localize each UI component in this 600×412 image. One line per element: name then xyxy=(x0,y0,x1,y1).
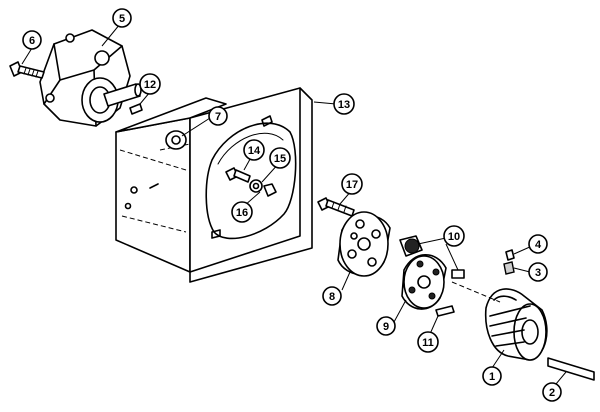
svg-text:5: 5 xyxy=(119,13,125,25)
callout-5: 5 xyxy=(112,8,132,28)
svg-text:17: 17 xyxy=(346,179,358,191)
callout-11: 11 xyxy=(417,331,439,353)
callout-8: 8 xyxy=(322,286,342,306)
svg-text:9: 9 xyxy=(383,321,389,333)
callout-17: 17 xyxy=(341,173,363,195)
callout-12: 12 xyxy=(139,73,161,95)
callout-10: 10 xyxy=(443,225,465,247)
callout-15: 15 xyxy=(269,147,291,169)
set-screws xyxy=(503,249,515,275)
svg-text:16: 16 xyxy=(236,207,248,219)
coupling-key xyxy=(547,357,595,381)
svg-text:7: 7 xyxy=(215,111,221,123)
coupling-hub-rear xyxy=(165,130,187,150)
callout-2: 2 xyxy=(542,382,562,402)
coupling-half xyxy=(451,281,548,361)
callout-13: 13 xyxy=(333,93,355,115)
svg-text:10: 10 xyxy=(448,231,460,243)
flex-disc xyxy=(337,211,391,277)
leader-lines xyxy=(21,23,567,385)
svg-text:2: 2 xyxy=(549,387,555,399)
callout-16: 16 xyxy=(231,201,253,223)
callout-6: 6 xyxy=(22,30,42,50)
set-screw-11 xyxy=(435,305,455,317)
svg-text:4: 4 xyxy=(535,239,542,251)
callout-3: 3 xyxy=(528,262,548,282)
svg-text:6: 6 xyxy=(29,35,35,47)
svg-text:14: 14 xyxy=(248,145,261,157)
callout-9: 9 xyxy=(376,316,396,336)
bolt-assembly xyxy=(225,167,277,197)
callout-4: 4 xyxy=(528,234,548,254)
callout-14: 14 xyxy=(243,139,265,161)
svg-text:3: 3 xyxy=(535,267,541,279)
svg-text:12: 12 xyxy=(144,79,156,91)
bolt-17 xyxy=(317,197,355,217)
spacer-sleeve xyxy=(399,235,465,279)
hydraulic-pump xyxy=(39,29,142,127)
svg-text:1: 1 xyxy=(489,371,495,383)
pump-key xyxy=(129,103,143,115)
hub-flange xyxy=(401,254,447,310)
callout-1: 1 xyxy=(482,366,502,386)
callout-7: 7 xyxy=(208,106,228,126)
svg-text:11: 11 xyxy=(422,337,434,349)
svg-text:15: 15 xyxy=(274,153,286,165)
cap-screw xyxy=(9,61,45,79)
svg-text:8: 8 xyxy=(329,291,335,303)
svg-text:13: 13 xyxy=(338,99,350,111)
